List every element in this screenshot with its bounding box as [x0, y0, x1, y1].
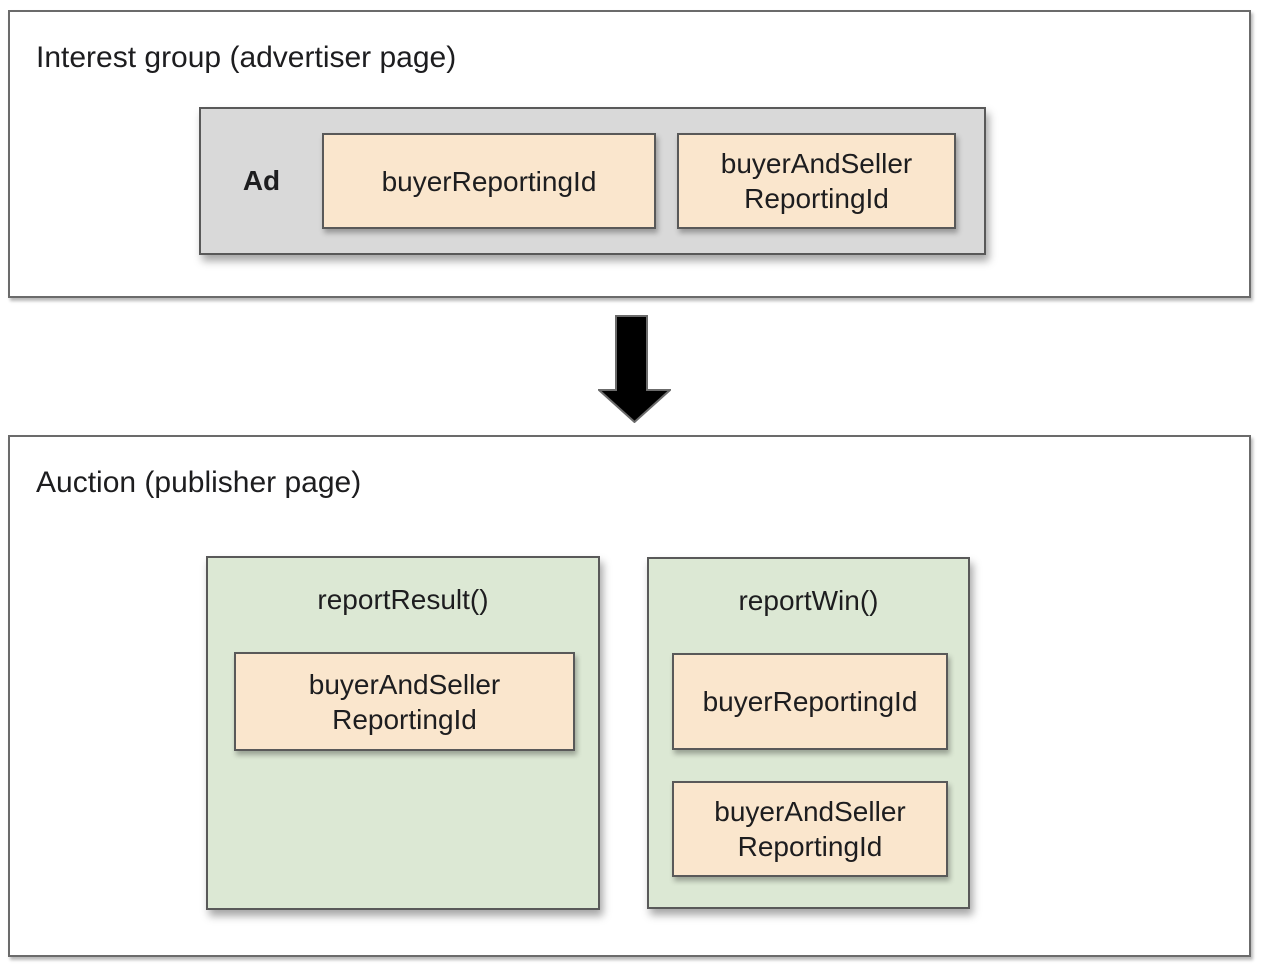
report-result-box: reportResult() buyerAndSeller ReportingI…: [206, 556, 600, 910]
interest-group-title: Interest group (advertiser page): [36, 41, 457, 74]
chip-label: buyerReportingId: [381, 165, 597, 197]
down-arrow-icon: [598, 315, 671, 423]
interest-group-section: Interest group (advertiser page) Ad buye…: [8, 10, 1251, 298]
chip-buyer-and-seller-reporting-id: buyerAndSeller ReportingId: [677, 133, 956, 229]
chip-buyer-and-seller-reporting-id: buyerAndSeller ReportingId: [672, 781, 948, 877]
ad-label: Ad: [242, 165, 281, 196]
chip-buyer-reporting-id: buyerReportingId: [322, 133, 656, 229]
chip-label: buyerReportingId: [702, 686, 918, 717]
report-win-title: reportWin(): [738, 585, 879, 616]
chip-buyer-reporting-id: buyerReportingId: [672, 653, 948, 750]
chip-buyer-and-seller-reporting-id: buyerAndSeller ReportingId: [234, 652, 575, 751]
chip-label: buyerAndSeller ReportingId: [714, 796, 906, 862]
ad-container: Ad buyerReportingId buyerAndSeller Repor…: [199, 107, 986, 255]
chip-label: buyerAndSeller ReportingId: [720, 148, 913, 214]
report-win-box: reportWin() buyerReportingId buyerAndSel…: [647, 557, 970, 909]
auction-title: Auction (publisher page): [36, 466, 362, 499]
auction-section: Auction (publisher page) reportResult() …: [8, 435, 1251, 957]
report-result-title: reportResult(): [317, 584, 489, 615]
chip-label: buyerAndSeller ReportingId: [308, 668, 501, 735]
